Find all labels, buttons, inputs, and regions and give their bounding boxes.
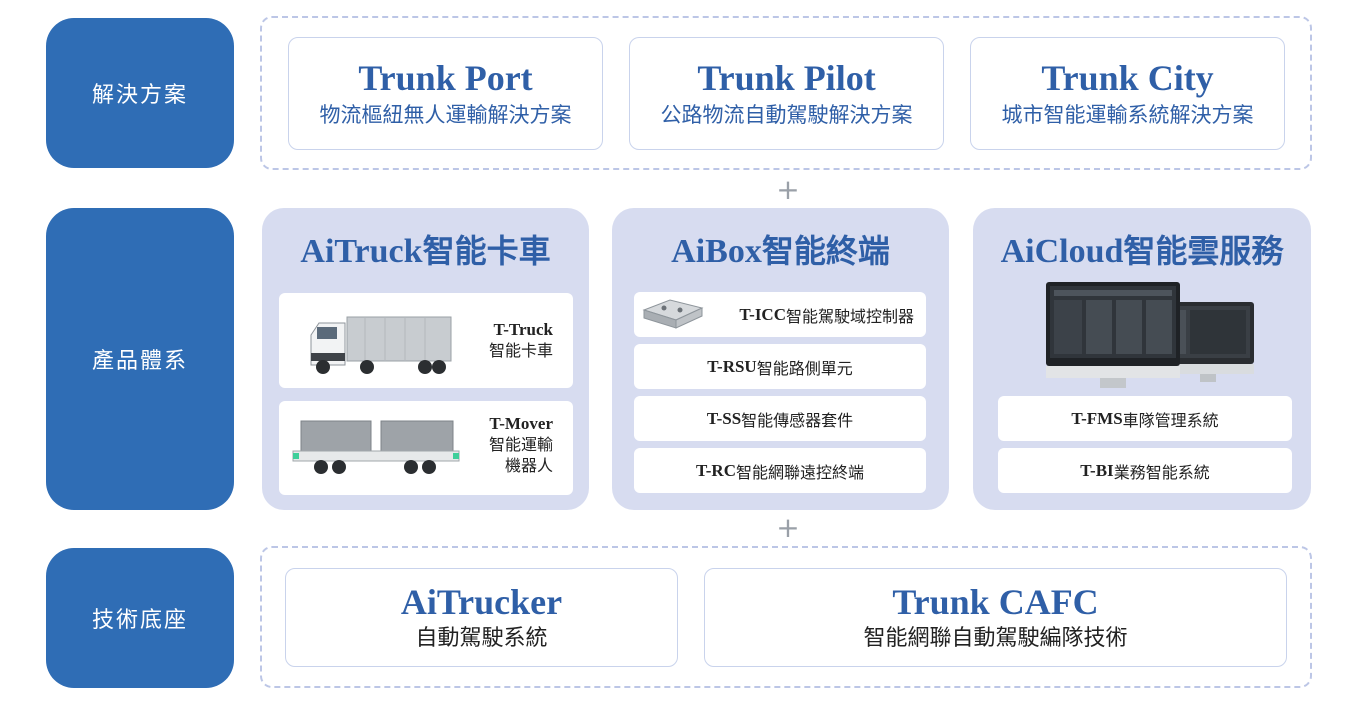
foundation-title: AiTrucker: [400, 581, 563, 622]
solution-card-trunk-pilot: Trunk Pilot 公路物流自動駕駛解決方案: [629, 37, 944, 150]
solution-subtitle: 物流樞紐無人運輸解決方案: [319, 102, 572, 127]
row-label-solutions: 解決方案: [46, 18, 234, 168]
foundation-card-trunk-cafc: Trunk CAFC 智能網聯自動駕駛編隊技術: [704, 568, 1287, 667]
monitors-image: [1046, 282, 1254, 388]
controller-image: [642, 299, 704, 329]
solution-subtitle: 公路物流自動駕駛解決方案: [660, 102, 913, 127]
plus-sign: +: [776, 511, 800, 544]
row-label-foundation: 技術底座: [46, 548, 234, 688]
product-name: 智能運輸: [488, 435, 553, 454]
foundation-subtitle: 智能網聯自動駕駛編隊技術: [863, 625, 1128, 651]
solution-title: Trunk City: [1041, 57, 1214, 98]
solution-subtitle: 城市智能運輸系統解決方案: [1001, 102, 1254, 127]
foundation-title: Trunk CAFC: [892, 581, 1099, 622]
product-name-line2: 機器人: [504, 456, 553, 475]
solution-card-trunk-city: Trunk City 城市智能運輸系統解決方案: [970, 37, 1285, 150]
product-name: 智能卡車: [488, 341, 553, 360]
product-item-t-truck: T-Truck 智能卡車: [279, 293, 573, 388]
product-code: T-Mover: [489, 414, 553, 433]
solution-title: Trunk Port: [358, 57, 533, 98]
row-label-products: 產品體系: [46, 208, 234, 510]
foundation-container: [260, 546, 1312, 688]
product-code: T-Truck: [493, 320, 553, 339]
foundation-subtitle: 自動駕駛系統: [415, 625, 548, 651]
solutions-container: [260, 16, 1312, 170]
plus-sign: +: [776, 173, 800, 206]
truck-image: [310, 316, 452, 374]
foundation-card-aitrucker: AiTrucker 自動駕駛系統: [285, 568, 678, 667]
mover-image: [292, 420, 460, 474]
solution-card-trunk-port: Trunk Port 物流樞紐無人運輸解決方案: [288, 37, 603, 150]
product-item-t-mover: T-Mover 智能運輸 機器人: [279, 401, 573, 495]
solution-title: Trunk Pilot: [697, 57, 876, 98]
